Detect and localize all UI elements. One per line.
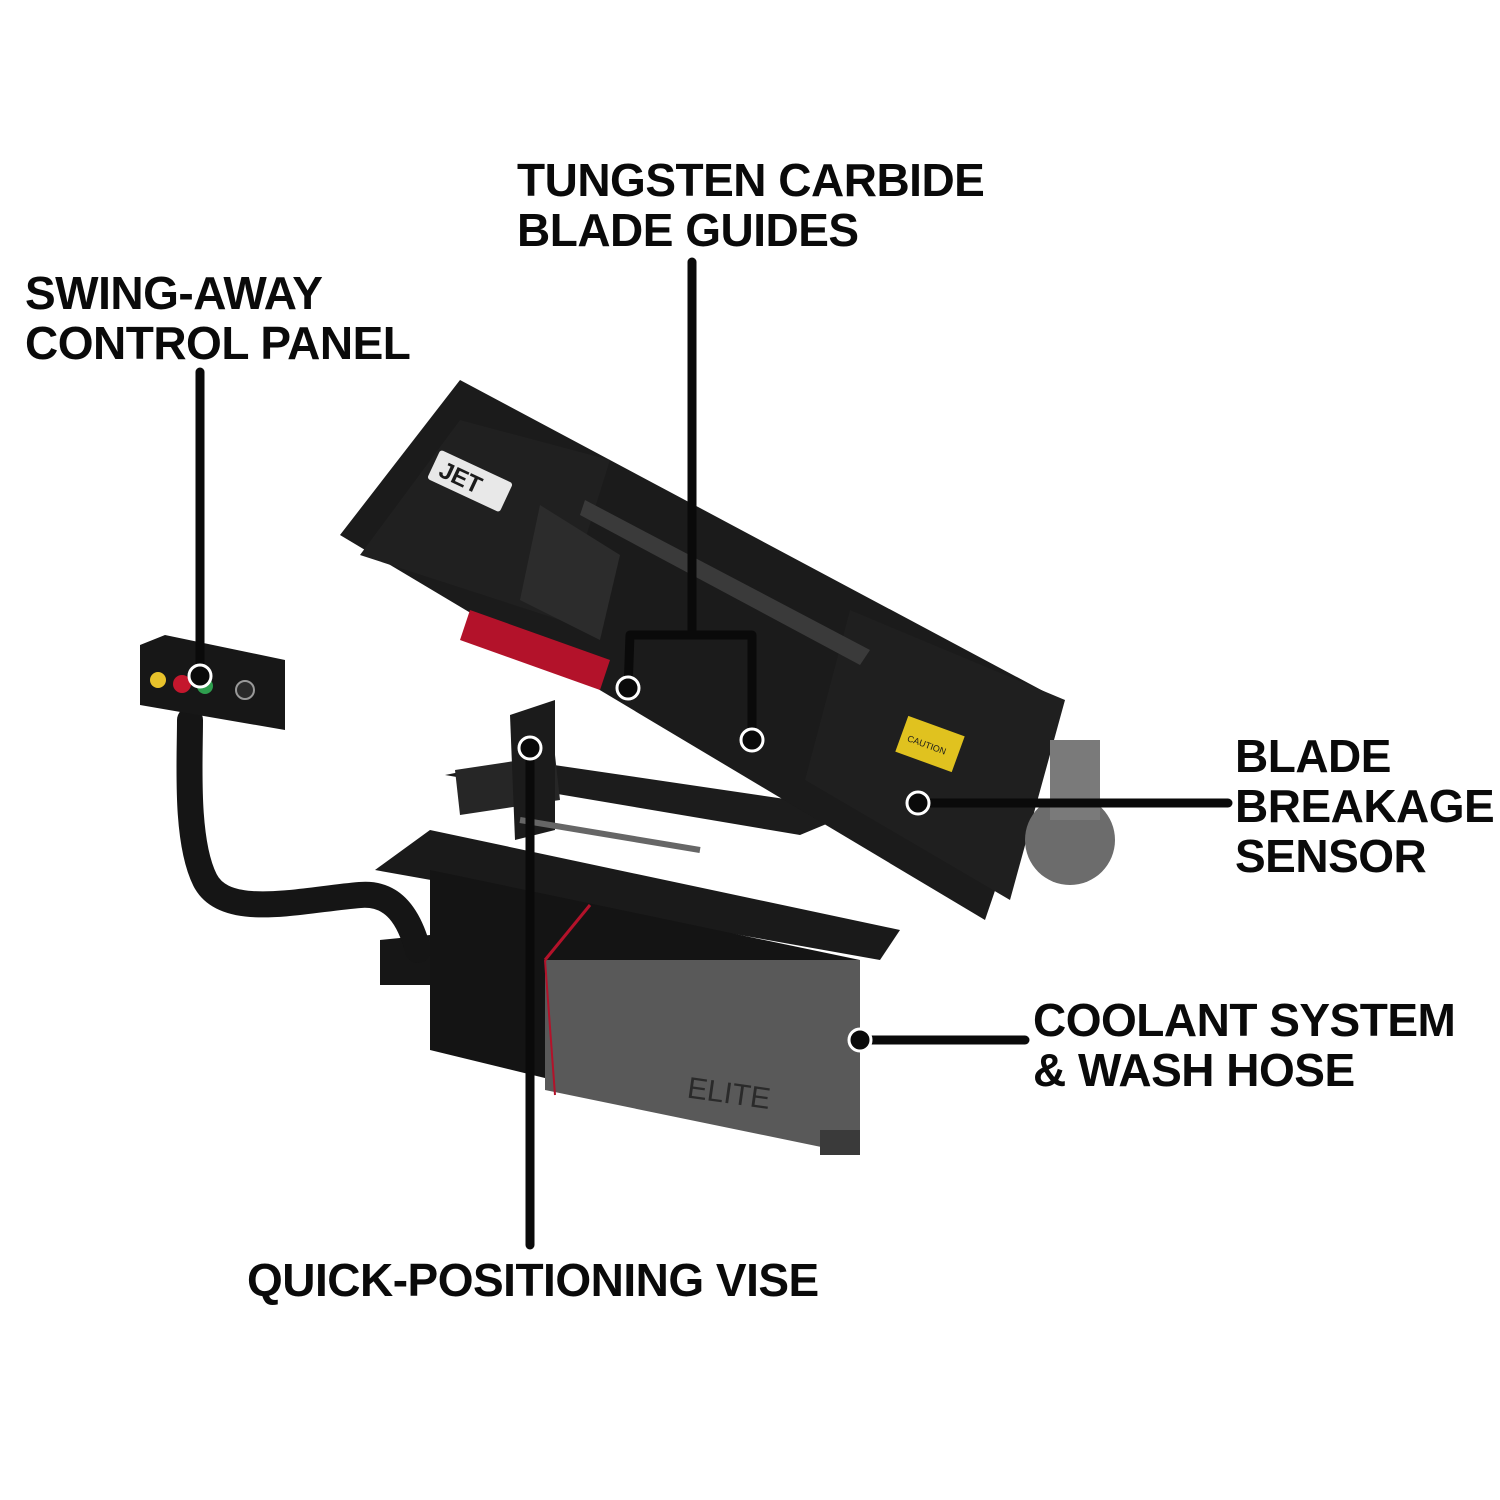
callout-line: & WASH HOSE	[1033, 1044, 1355, 1096]
tungsten-bracket	[623, 630, 757, 745]
callout-line: BLADE GUIDES	[517, 204, 859, 256]
callout-swing-away-control-panel: SWING-AWAY CONTROL PANEL	[25, 267, 411, 369]
callout-line: QUICK-POSITIONING VISE	[247, 1254, 819, 1306]
control-panel-arm	[140, 635, 431, 963]
saw-head	[340, 380, 1115, 920]
callout-quick-positioning-vise: QUICK-POSITIONING VISE	[247, 1255, 819, 1305]
callout-line: TUNGSTEN CARBIDE	[517, 154, 985, 206]
callout-blade-breakage-sensor: BLADE BREAKAGE SENSOR	[1235, 730, 1495, 882]
callout-line: SENSOR	[1235, 830, 1427, 882]
callout-line: CONTROL PANEL	[25, 317, 411, 369]
callout-line: COOLANT SYSTEM	[1033, 994, 1456, 1046]
callout-dots	[187, 663, 931, 1053]
callout-tungsten-carbide-blade-guides: TUNGSTEN CARBIDE BLADE GUIDES	[517, 154, 985, 256]
callout-line: BLADE	[1235, 730, 1391, 782]
callout-line: BREAKAGE	[1235, 780, 1495, 832]
callout-line: SWING-AWAY	[25, 267, 323, 319]
base-cabinet	[375, 830, 900, 1155]
callout-lines	[195, 257, 1233, 1250]
callout-coolant-system-wash-hose: COOLANT SYSTEM & WASH HOSE	[1033, 994, 1456, 1096]
